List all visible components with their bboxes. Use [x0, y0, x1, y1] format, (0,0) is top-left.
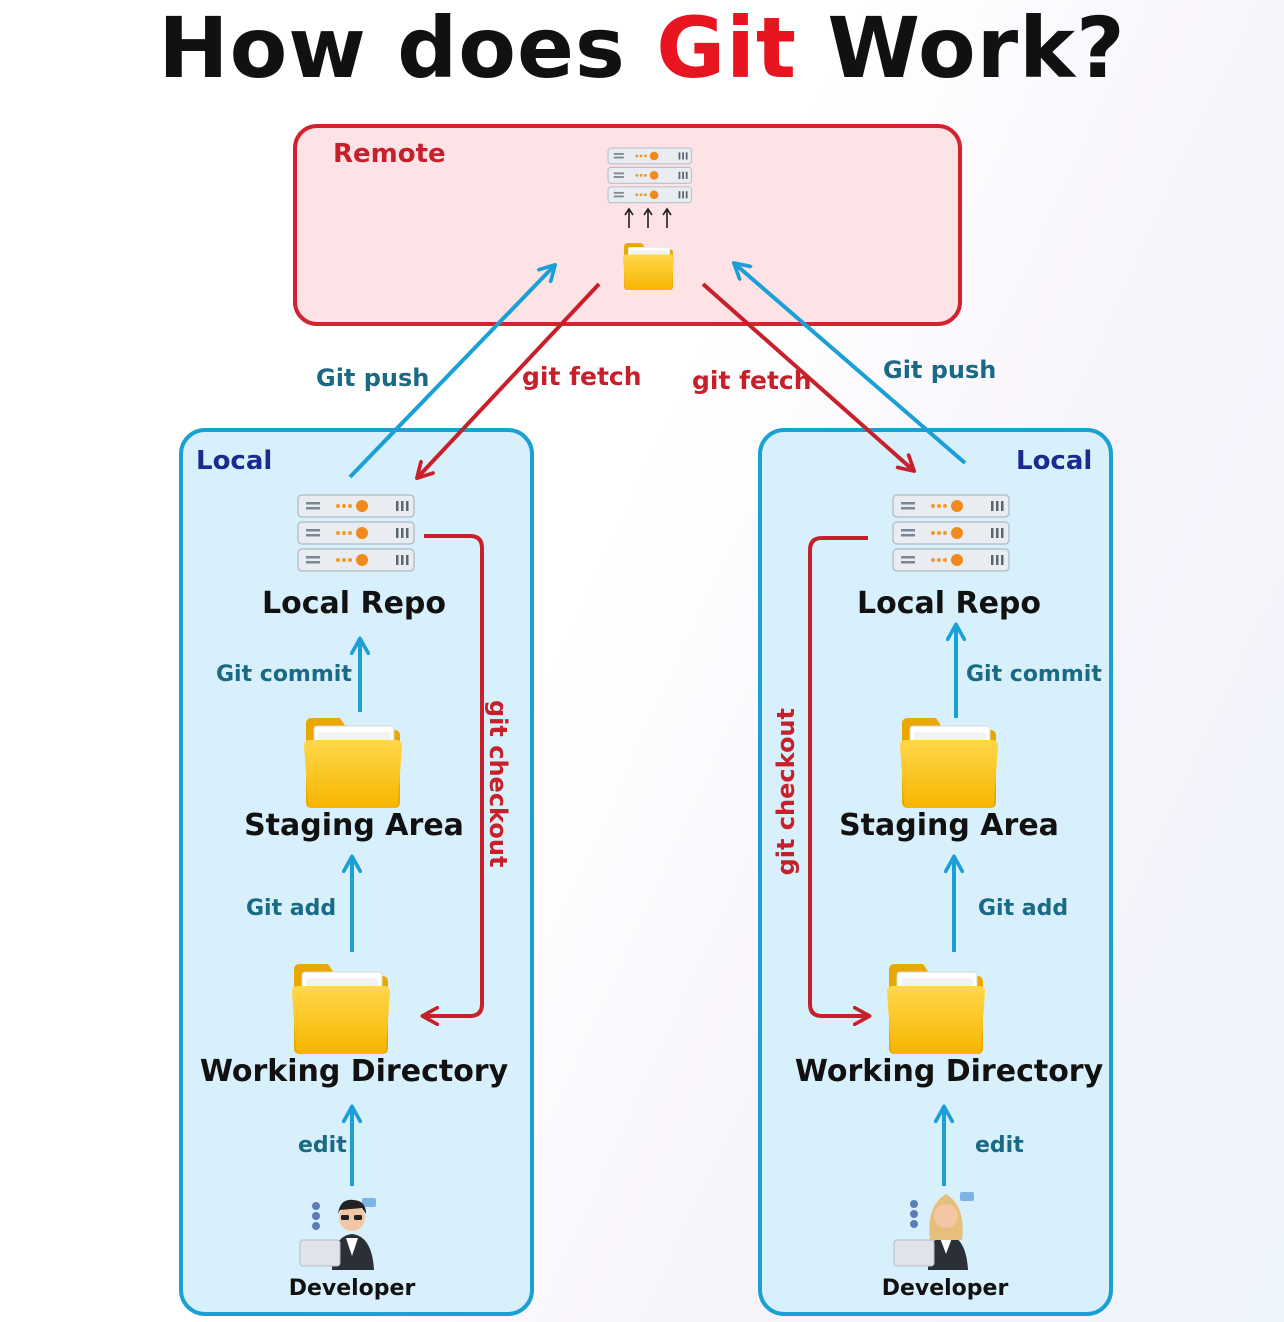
- right-staging-folder-icon: [899, 717, 999, 809]
- remote-folder-icon: [622, 242, 675, 291]
- left-working-folder-icon: [291, 963, 391, 1055]
- right-staging-label: Staging Area: [839, 808, 1059, 843]
- right-commit-label: Git commit: [966, 662, 1102, 687]
- right-local-repo-icon: [892, 494, 1010, 572]
- left-working-label: Working Directory: [199, 1054, 509, 1089]
- left-local-repo-label: Local Repo: [261, 586, 446, 621]
- left-fetch-label: git fetch: [522, 362, 642, 391]
- local-box-right: [758, 428, 1113, 1316]
- right-working-label: Working Directory: [794, 1054, 1104, 1089]
- left-developer-label: Developer: [288, 1276, 416, 1301]
- title-suffix: Work?: [827, 0, 1126, 97]
- title-accent: Git: [656, 0, 798, 97]
- right-checkout-arrow: [808, 536, 868, 1016]
- left-staging-label: Staging Area: [244, 808, 464, 843]
- left-local-repo-icon: [297, 494, 415, 572]
- left-add-label: Git add: [246, 896, 337, 921]
- remote-upload-arrows-icon: [624, 207, 672, 228]
- right-developer-avatar: [893, 1192, 974, 1270]
- left-commit-label: Git commit: [216, 662, 352, 687]
- right-fetch-label: git fetch: [692, 366, 812, 395]
- left-checkout-label: git checkout: [484, 700, 512, 868]
- remote-server-icon: [607, 147, 693, 204]
- right-local-label: Local: [1016, 446, 1093, 476]
- left-push-label: Git push: [316, 364, 430, 392]
- left-staging-folder-icon: [303, 717, 403, 809]
- right-working-folder-icon: [886, 963, 986, 1055]
- right-edit-label: edit: [975, 1133, 1024, 1158]
- right-checkout-label: git checkout: [772, 708, 800, 876]
- remote-label: Remote: [333, 139, 446, 169]
- right-local-repo-label: Local Repo: [856, 586, 1041, 621]
- left-developer-avatar: [299, 1198, 376, 1270]
- page-title: How does Git Work?: [0, 0, 1284, 96]
- right-push-arrow: [735, 264, 967, 465]
- title-prefix: How does: [158, 0, 626, 97]
- right-developer-label: Developer: [881, 1276, 1009, 1301]
- left-push-arrow: [348, 266, 554, 479]
- left-edit-label: edit: [298, 1133, 347, 1158]
- left-fetch-arrow: [418, 282, 601, 477]
- right-fetch-arrow: [701, 282, 913, 470]
- right-push-label: Git push: [883, 356, 997, 384]
- left-local-label: Local: [196, 446, 273, 476]
- right-add-label: Git add: [978, 896, 1069, 921]
- left-checkout-arrow: [424, 534, 484, 1016]
